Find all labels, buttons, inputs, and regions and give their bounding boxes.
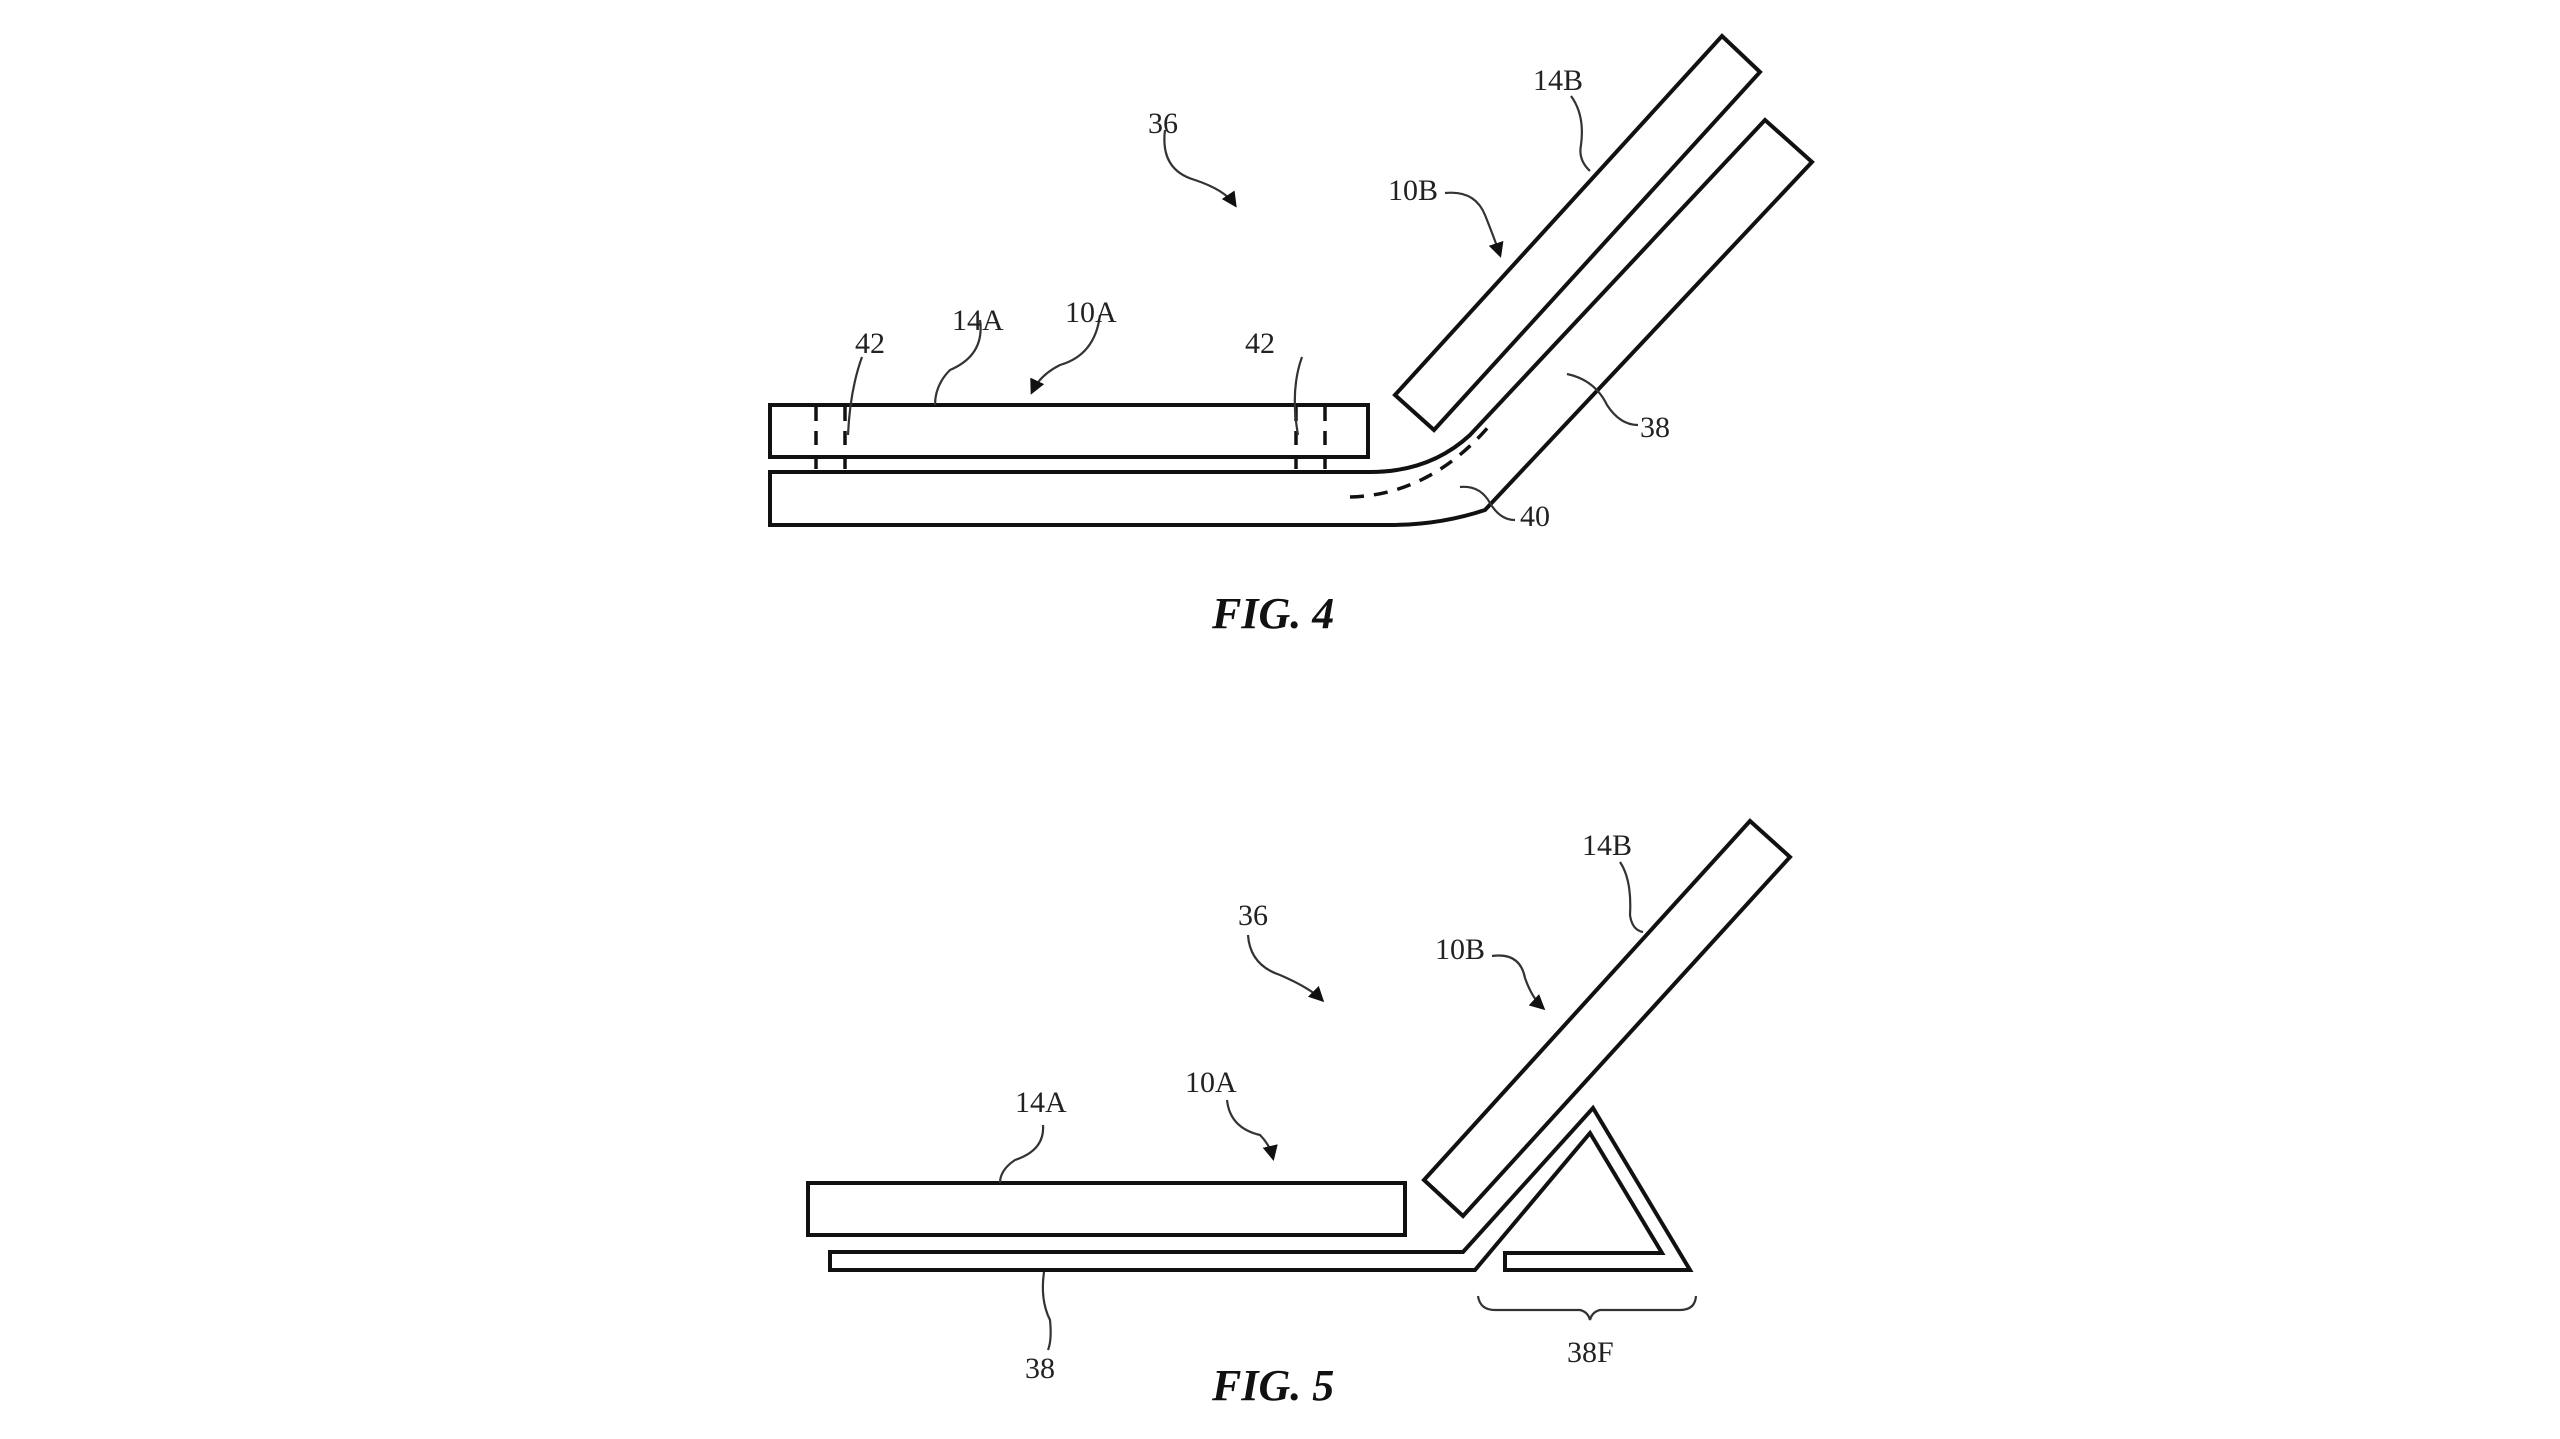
leader-38 — [1566, 372, 1639, 427]
label-14b: 14B — [1582, 829, 1632, 862]
figure-5-caption: FIG. 5 — [1211, 1361, 1334, 1410]
leader-42-right — [1293, 356, 1304, 436]
device-10b-body — [1421, 818, 1793, 1219]
label-10a: 10A — [1065, 296, 1117, 329]
cover-38 — [768, 117, 1815, 527]
leader-14b — [1570, 95, 1591, 172]
leader-40 — [1459, 485, 1516, 522]
device-10a-body — [806, 1181, 1407, 1237]
label-40: 40 — [1520, 500, 1550, 533]
leader-36 — [1163, 129, 1237, 208]
figure-4: 36 10A 14A 42 42 10B 14B 38 40 FIG. 4 — [768, 33, 1815, 638]
leader-14a — [998, 1124, 1045, 1184]
leader-38 — [1041, 1271, 1052, 1351]
leader-14a — [933, 319, 982, 406]
leader-10b — [1491, 954, 1546, 1011]
device-10a-body — [768, 403, 1370, 459]
label-10b: 10B — [1388, 174, 1438, 207]
label-38f: 38F — [1567, 1336, 1614, 1369]
leader-10b — [1444, 191, 1504, 258]
brace-38f — [1476, 1295, 1698, 1321]
label-36: 36 — [1238, 899, 1268, 932]
label-14a: 14A — [952, 304, 1004, 337]
label-10a: 10A — [1185, 1066, 1237, 1099]
label-10b: 10B — [1435, 933, 1485, 966]
label-36: 36 — [1148, 107, 1178, 140]
cover-38 — [828, 1104, 1694, 1272]
label-38: 38 — [1640, 411, 1670, 444]
label-14a: 14A — [1015, 1086, 1067, 1119]
label-42-right: 42 — [1245, 327, 1275, 360]
device-10b-body — [1392, 33, 1763, 433]
label-14b: 14B — [1533, 64, 1583, 97]
leader-10a — [1030, 314, 1102, 395]
fold-region-40 — [1349, 423, 1492, 499]
figure-5: 36 10A 14A 10B 14B 38 38F FIG. 5 — [806, 818, 1793, 1410]
label-38: 38 — [1025, 1352, 1055, 1385]
leader-42-left — [846, 356, 864, 436]
figure-4-caption: FIG. 4 — [1211, 589, 1334, 638]
label-42-left: 42 — [855, 327, 885, 360]
leader-14b — [1619, 861, 1644, 934]
leader-10a — [1225, 1099, 1278, 1162]
leader-36 — [1246, 934, 1325, 1003]
